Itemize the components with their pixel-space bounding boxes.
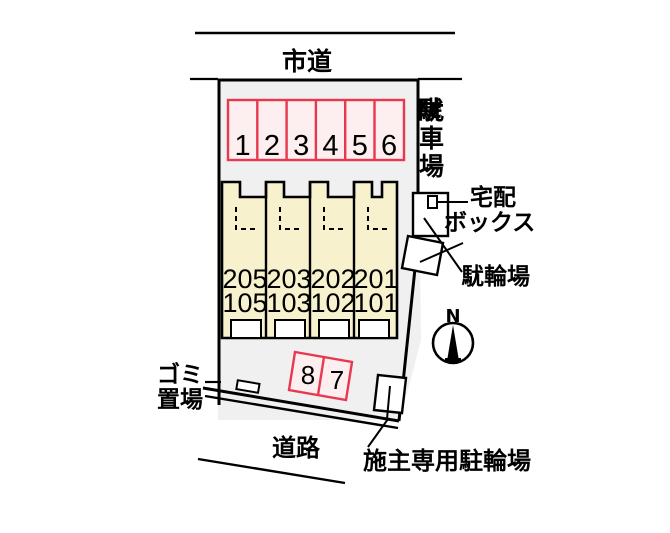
unit-entrance [274,319,306,339]
stair-indicators [235,207,390,230]
garbage-area-shape [205,379,261,394]
unit-number-103: 103 [266,288,311,318]
parking-stall-8: 8 [301,360,315,390]
parking-lot-label: c 阱 [418,96,442,124]
top-road-label: 市道 [282,47,332,76]
garbage-bin-rect [235,379,261,394]
parking-stall-4: 4 [322,130,338,162]
unit-entrance [230,319,262,339]
compass-base [445,358,461,362]
compass-north-icon [431,321,475,365]
garbage-area-label-line2: 置場 [157,387,203,413]
site-bottom-edge [202,386,400,423]
parking-stall-group-top: 1 2 3 4 5 6 [226,98,406,162]
unit-number-105: 105 [222,288,267,318]
parking-stall-3: 3 [293,130,309,162]
owner-bicycle-leader-line-1 [386,385,391,420]
parking-stall-group-bottom: 8 7 [287,350,354,402]
delivery-box-slot-icon [427,195,438,209]
apartment-building: 205 203 202 201 105 103 102 101 [220,180,399,340]
svg-text:c: c [428,96,442,124]
unit-number-101: 101 [353,288,398,318]
owner-bicycle-parking-label: 施主専用駐輪場 [363,447,531,475]
delivery-box-shape [411,191,468,238]
unit-entrances [230,319,390,339]
parking-stall-5: 5 [352,130,368,162]
bicycle-parking-leader-line-2 [419,242,464,263]
unit-number-203: 203 [266,264,311,294]
delivery-box-label-line1: 宅配 [470,184,516,211]
unit-number-102: 102 [310,288,355,318]
parking-lot-label-char1: 阱 [418,96,442,124]
parking-stall-6: 6 [381,130,397,162]
parking-stall-7: 7 [330,365,344,395]
unit-entrance [358,319,390,339]
unit-entrance [318,319,350,339]
owner-bicycle-leader-line-2 [367,418,389,448]
garbage-area-label-line1: ゴミ [157,361,203,388]
owner-bicycle-parking-shape [367,373,408,448]
parking-stall-2: 2 [264,130,280,162]
compass-needle [447,325,459,361]
parking-stall-1: 1 [235,130,251,162]
bicycle-parking-shape [400,217,464,277]
bottom-road-boundary [197,457,346,485]
unit-number-202: 202 [310,264,355,294]
top-road-boundary [190,31,462,81]
bicycle-parking-label: 駀輪場 [461,263,530,290]
compass-label: N [445,306,460,327]
unit-number-201: 201 [353,264,398,294]
unit-number-205: 205 [222,264,267,294]
stall-divider [316,356,326,396]
parking-label-ch2: 車 [419,124,444,153]
delivery-box-label-line2: ボックス [444,210,535,236]
parking-label-ch3: 場 [419,152,444,181]
site-bottom-edge-inner [204,394,399,430]
bottom-road-label: 道路 [272,434,321,462]
bicycle-parking-leader-line-1 [423,217,463,273]
parking-label-ch1: 駀 [419,96,444,125]
bicycle-parking-rect [400,234,445,277]
